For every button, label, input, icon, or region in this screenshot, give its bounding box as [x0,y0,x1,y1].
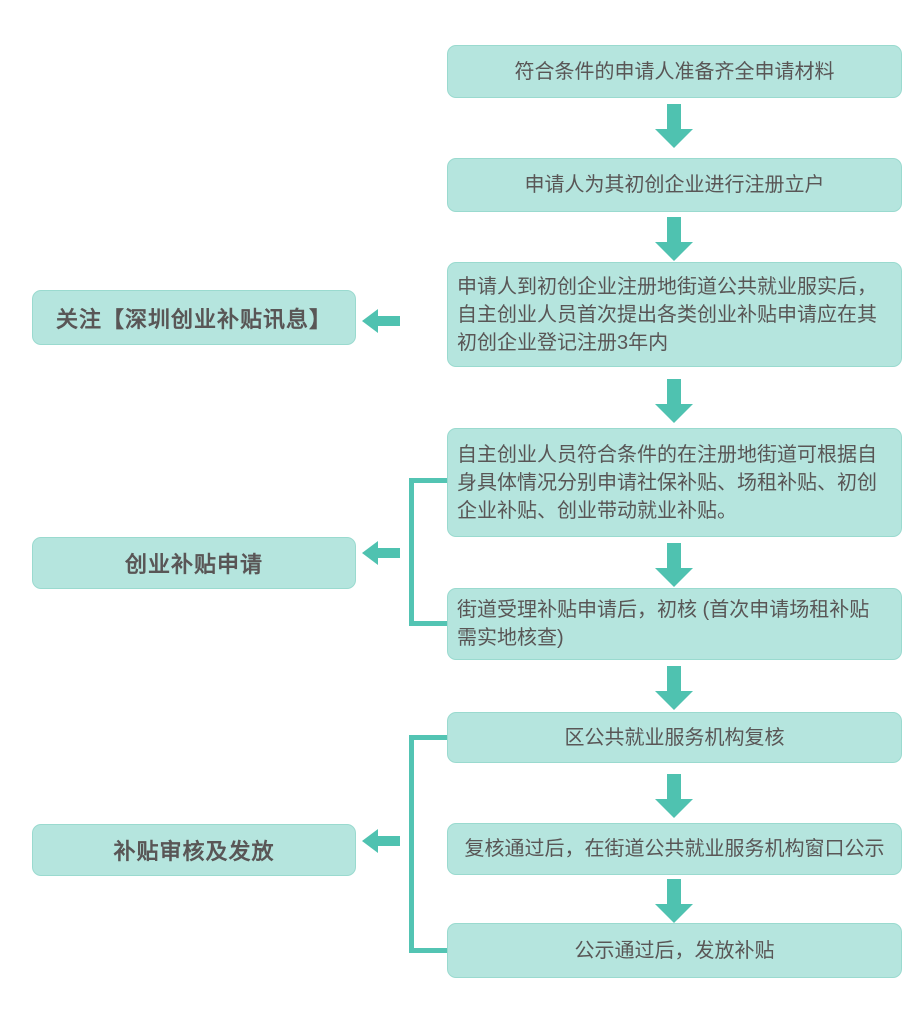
flow-step-label: 公示通过后，发放补贴 [574,939,775,962]
stage-label: 创业补贴申请 [124,552,263,577]
flow-step-label: 街道受理补贴申请后，初核 (首次申请场租补贴 需实地核查) [457,599,870,649]
arrow-down-icon [655,217,693,261]
flow-step-prepare-materials: 符合条件的申请人准备齐全申请材料 [447,45,902,98]
stage-label: 补贴审核及发放 [113,839,275,864]
bracket-connector-review-group [409,735,447,953]
flow-step-street-verification: 申请人到初创企业注册地街道公共就业服实后， 自主创业人员首次提出各类创业补贴申请… [447,262,902,367]
arrow-down-icon [655,543,693,587]
arrow-down-icon [655,666,693,710]
arrow-down-icon [655,379,693,423]
flow-step-public-notice: 复核通过后，在街道公共就业服务机构窗口公示 [447,823,902,875]
flow-step-register-company: 申请人为其初创企业进行注册立户 [447,158,902,212]
flow-step-label: 申请人到初创企业注册地街道公共就业服实后， 自主创业人员首次提出各类创业补贴申请… [457,275,877,354]
stage-review-and-grant: 补贴审核及发放 [32,824,356,876]
flow-step-district-recheck: 区公共就业服务机构复核 [447,712,902,763]
flow-step-grant-subsidy: 公示通过后，发放补贴 [447,923,902,978]
stage-label: 关注【深圳创业补贴讯息】 [55,306,332,332]
flow-step-initial-review: 街道受理补贴申请后，初核 (首次申请场租补贴 需实地核查) [447,588,902,660]
arrow-down-icon [655,774,693,818]
flow-step-label: 自主创业人员符合条件的在注册地街道可根据自 身具体情况分别申请社保补贴、场租补贴… [457,443,877,522]
arrow-down-icon [655,104,693,148]
flow-step-label: 区公共就业服务机构复核 [564,726,785,749]
stage-follow-subsidy-news: 关注【深圳创业补贴讯息】 [32,290,356,345]
stage-subsidy-application: 创业补贴申请 [32,537,356,589]
arrow-left-icon [362,829,400,853]
arrow-left-icon [362,541,400,565]
arrow-down-icon [655,879,693,923]
flow-step-label: 符合条件的申请人准备齐全申请材料 [514,60,835,83]
flow-step-label: 申请人为其初创企业进行注册立户 [524,174,825,196]
bracket-connector-application-group [409,478,447,626]
flow-step-label: 复核通过后，在街道公共就业服务机构窗口公示 [464,838,885,860]
flow-step-apply-subsidies: 自主创业人员符合条件的在注册地街道可根据自 身具体情况分别申请社保补贴、场租补贴… [447,428,902,537]
arrow-left-icon [362,309,400,333]
